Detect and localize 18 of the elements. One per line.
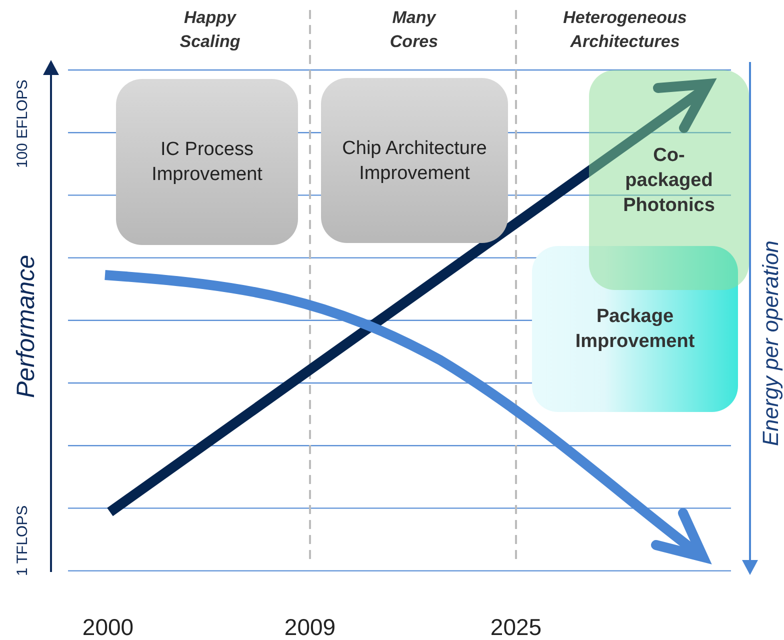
- process-box: [321, 78, 508, 243]
- box-label: IC Process Improvement: [150, 138, 264, 187]
- box-label: Co-packaged Photonics: [622, 144, 716, 218]
- era-heading: Happy Scaling: [178, 7, 242, 53]
- era-heading: Heterogeneous Architectures: [562, 7, 688, 53]
- process-box: [116, 79, 298, 245]
- axis-tick-label: 100 EFLOPS: [14, 80, 31, 168]
- highlight-box: [589, 70, 749, 290]
- axis-title: Energy per operation: [758, 240, 784, 446]
- year-label: 2000: [82, 614, 134, 640]
- box-label: Chip Architecture Improvement: [341, 136, 488, 186]
- year-label: 2025: [490, 614, 542, 640]
- axis-tick-label: 1 TFLOPS: [14, 505, 31, 576]
- year-label: 2009: [284, 614, 336, 640]
- highlight-box: [532, 246, 738, 412]
- era-heading: Many Cores: [388, 7, 440, 53]
- axis-title: Performance: [12, 254, 41, 398]
- box-label: Package Improvement: [574, 305, 696, 354]
